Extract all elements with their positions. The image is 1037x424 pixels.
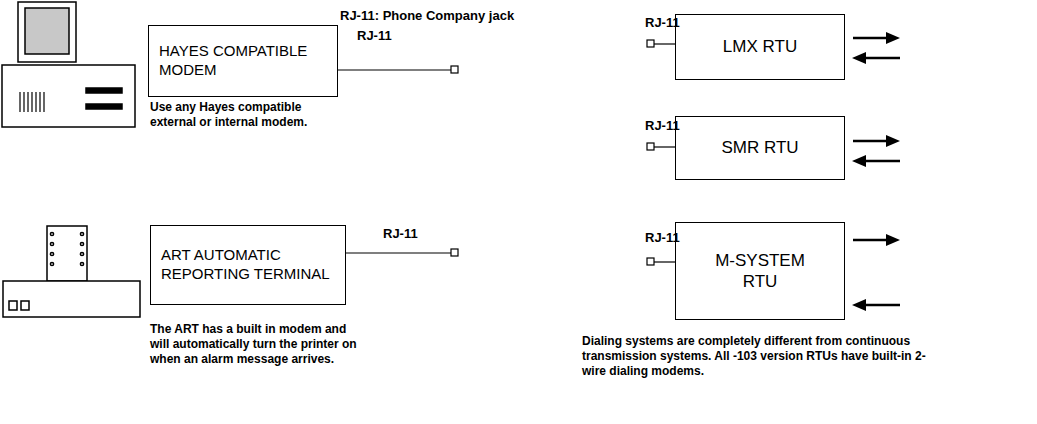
computer-icon (2, 2, 135, 127)
jack-label: RJ-11 (645, 15, 680, 31)
phone-wire (334, 40, 675, 265)
device-box: M-SYSTEM RTU (675, 222, 845, 320)
box-label: LMX RTU (723, 36, 797, 57)
device-box: SMR RTU (675, 116, 845, 180)
printer-icon (3, 226, 140, 317)
device-box: LMX RTU (675, 14, 845, 80)
box-label: HAYES COMPATIBLE MODEM (159, 42, 327, 80)
heading-note: RJ-11: Phone Company jack (340, 8, 514, 24)
jack-label: RJ-11 (383, 226, 418, 242)
box-label: SMR RTU (721, 137, 798, 158)
device-box: ART AUTOMATIC REPORTING TERMINAL (150, 225, 346, 305)
box-label: M-SYSTEM RTU (710, 250, 810, 293)
data-arrows (852, 32, 900, 311)
note-text: Use any Hayes compatible external or int… (150, 100, 350, 130)
note-text: Dialing systems are completely different… (582, 334, 932, 379)
jack-label: RJ-11 (645, 230, 680, 246)
jack-label: RJ-11 (357, 28, 392, 44)
box-label: ART AUTOMATIC REPORTING TERMINAL (161, 246, 335, 284)
jack-label: RJ-11 (645, 118, 680, 134)
note-text: The ART has a built in modem and will au… (150, 322, 362, 367)
device-box: HAYES COMPATIBLE MODEM (148, 25, 338, 97)
